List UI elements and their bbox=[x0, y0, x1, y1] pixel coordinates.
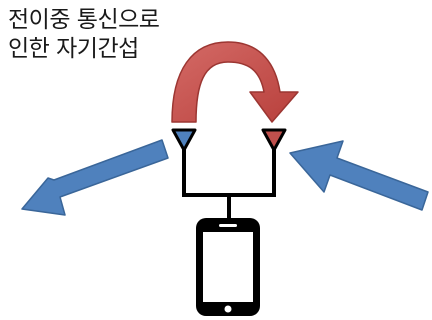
self-interference-arrow bbox=[171, 41, 299, 123]
smartphone-icon bbox=[196, 218, 260, 316]
incoming-signal-arrow bbox=[289, 140, 429, 211]
outgoing-signal-arrow bbox=[21, 139, 169, 216]
antenna-icon bbox=[171, 128, 197, 152]
caption-line-2: 인한 자기간섭 bbox=[8, 36, 139, 62]
diagram-caption: 전이중 통신으로 인한 자기간섭 bbox=[8, 6, 160, 64]
caption-line-1: 전이중 통신으로 bbox=[8, 7, 160, 33]
antenna-feed-wiring bbox=[182, 146, 276, 220]
antenna-icon bbox=[261, 128, 287, 152]
